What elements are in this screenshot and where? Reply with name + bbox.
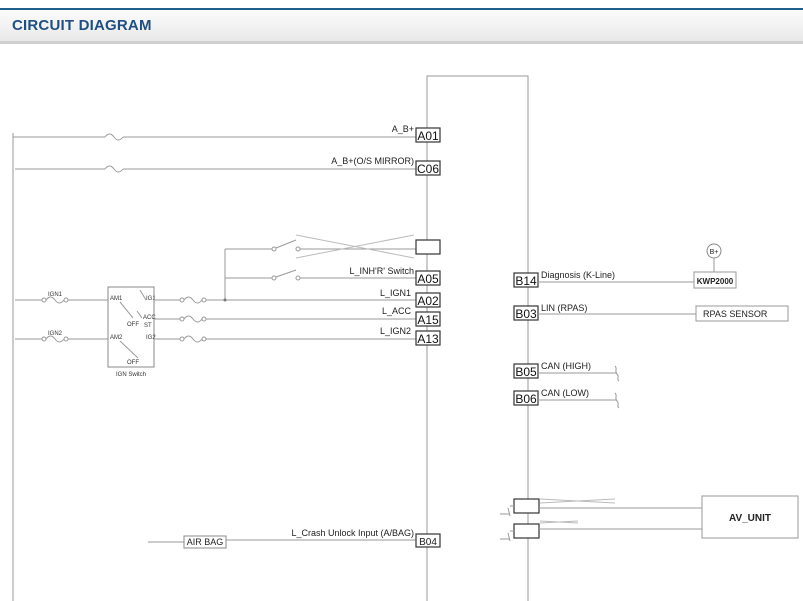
wire-a05 bbox=[225, 269, 416, 281]
pin-box-c06 bbox=[415, 160, 441, 176]
terminal-label: AM1 bbox=[110, 296, 123, 302]
kwp2000-label: KWP2000 bbox=[697, 277, 734, 286]
pin-box-a13 bbox=[415, 330, 441, 346]
terminal-label: OFF bbox=[127, 360, 139, 366]
pin-label: A13 bbox=[417, 332, 439, 346]
terminal-label: IG1 bbox=[146, 296, 156, 302]
av-unit-connectors bbox=[500, 498, 702, 542]
signal-label: LIN (RPAS) bbox=[541, 303, 587, 313]
pin-label: B04 bbox=[419, 537, 437, 548]
signal-label: L_IGN2 bbox=[380, 326, 411, 336]
pin-label: B14 bbox=[515, 274, 537, 288]
page-title: CIRCUIT DIAGRAM bbox=[12, 17, 152, 34]
rpas-sensor-label: RPAS SENSOR bbox=[703, 309, 768, 319]
pin-label: C06 bbox=[417, 162, 439, 176]
pin-label: A05 bbox=[417, 272, 439, 286]
pin-label: A15 bbox=[417, 313, 439, 327]
can-high-break-icon bbox=[614, 365, 620, 382]
terminal-label: OFF bbox=[127, 322, 139, 328]
av-unit-label: AV_UNIT bbox=[729, 513, 771, 524]
header-accent-line bbox=[0, 8, 803, 10]
pin-box-a05 bbox=[415, 270, 441, 286]
crossed-out-switch bbox=[224, 234, 441, 300]
terminal-label: IG2 bbox=[146, 335, 156, 341]
b-plus-label: B+ bbox=[710, 249, 719, 256]
av-unit-box bbox=[701, 495, 799, 539]
pin-box-a02 bbox=[415, 292, 441, 308]
pin-box-b04 bbox=[415, 533, 441, 548]
signal-label: L_INH'R' Switch bbox=[350, 266, 414, 276]
signal-label: A_B+ bbox=[392, 124, 414, 134]
signal-label: L_Crash Unlock Input (A/BAG) bbox=[291, 528, 414, 538]
wire-a13 bbox=[154, 335, 416, 343]
air-bag-label: AIR BAG bbox=[187, 537, 224, 547]
terminal-label: ACC bbox=[143, 315, 156, 321]
pin-label: B06 bbox=[515, 392, 537, 406]
rpas-sensor-box bbox=[695, 305, 789, 322]
section-header: CIRCUIT DIAGRAM bbox=[0, 10, 803, 44]
wire-c06 bbox=[15, 165, 416, 173]
ign-switch-box bbox=[107, 286, 155, 368]
pin-box-b05 bbox=[513, 363, 539, 379]
ign2-input-label: IGN2 bbox=[48, 331, 63, 337]
ign-inputs bbox=[15, 296, 108, 343]
pin-label: B03 bbox=[515, 307, 537, 321]
ign1-input-label: IGN1 bbox=[48, 292, 63, 298]
pin-label: B05 bbox=[515, 365, 537, 379]
pin-box-b06 bbox=[513, 390, 539, 406]
kwp2000-box bbox=[693, 271, 737, 289]
signal-label: CAN (LOW) bbox=[541, 388, 589, 398]
signal-label: L_IGN1 bbox=[380, 288, 411, 298]
air-bag-box bbox=[183, 535, 227, 549]
signal-label: A_B+(O/S MIRROR) bbox=[331, 156, 414, 166]
signal-label: CAN (HIGH) bbox=[541, 361, 591, 371]
wire-a01 bbox=[13, 133, 416, 141]
signal-label: L_ACC bbox=[382, 306, 412, 316]
pin-label: A02 bbox=[417, 294, 439, 308]
pin-box-a15 bbox=[415, 311, 441, 327]
can-low-break-icon bbox=[614, 392, 620, 409]
signal-label: Diagnosis (K-Line) bbox=[541, 270, 615, 280]
module-body-outline bbox=[426, 75, 529, 601]
pin-box-a01 bbox=[415, 127, 441, 143]
wire-a02 bbox=[154, 296, 416, 304]
wire-a15 bbox=[154, 315, 416, 323]
pin-box-b03 bbox=[513, 305, 539, 321]
pin-box-b14 bbox=[513, 272, 539, 288]
terminal-label: ST bbox=[144, 323, 152, 329]
ign-switch-contacts bbox=[119, 289, 147, 359]
pin-label: A01 bbox=[417, 129, 439, 143]
ign-switch-title: IGN Switch bbox=[116, 372, 146, 378]
terminal-label: AM2 bbox=[110, 335, 123, 341]
